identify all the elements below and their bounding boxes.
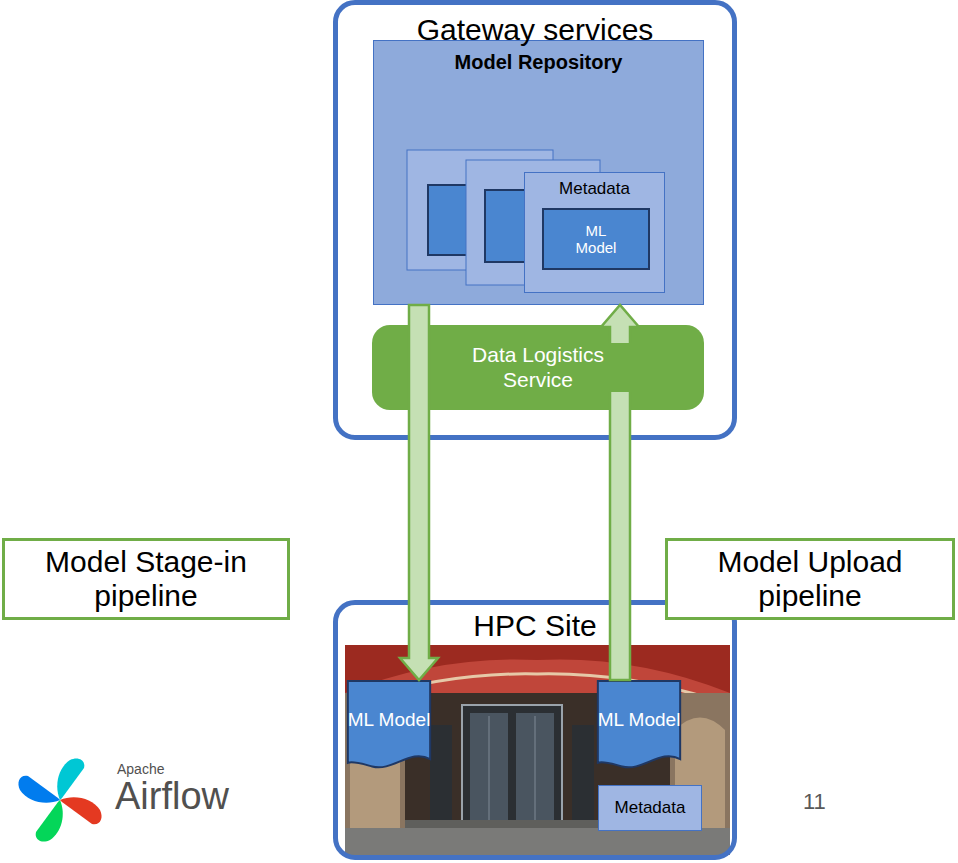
box-text: Metadata: [615, 798, 686, 818]
box-text: Model Stage-in pipeline: [5, 545, 287, 614]
hpc-site-box: HPC Site ML Model ML ModelMetadata: [333, 600, 737, 860]
document-outline: [348, 681, 430, 767]
box-text: ML Model: [566, 222, 626, 257]
pipeline-label: Model Upload pipeline: [665, 538, 955, 620]
model-document: ML Model: [597, 680, 681, 772]
airflow-logo: [18, 758, 101, 841]
box-title: Gateway services: [338, 13, 732, 48]
box-title: Model Repository: [374, 51, 703, 74]
pipeline-label: Model Stage-in pipeline: [2, 538, 290, 620]
document-outline: [598, 681, 680, 767]
logo-text: Airflow: [115, 776, 229, 818]
box-text: Model Upload pipeline: [668, 545, 952, 614]
metadata-card: Metadata ML Model: [524, 172, 665, 293]
box-title: Metadata: [525, 179, 664, 199]
pipeline-arrow: [400, 305, 438, 680]
box-title: HPC Site: [338, 609, 732, 644]
model-box: ML Model: [542, 208, 650, 270]
box-text: Data Logistics Service: [439, 343, 637, 391]
gateway-box: Gateway servicesModel Repository Metadat…: [333, 0, 737, 440]
repository-box: Model Repository Metadata ML Model: [373, 40, 704, 305]
page-number: 11: [803, 790, 826, 814]
logistics-box: Data Logistics Service: [372, 325, 704, 410]
pipeline-arrow: [601, 305, 639, 680]
model-document: ML Model: [347, 680, 431, 772]
hpc-photo: [345, 645, 730, 855]
box-text: ML Model: [348, 709, 431, 731]
box-text: ML Model: [598, 709, 681, 731]
metadata-card: Metadata: [598, 785, 702, 831]
